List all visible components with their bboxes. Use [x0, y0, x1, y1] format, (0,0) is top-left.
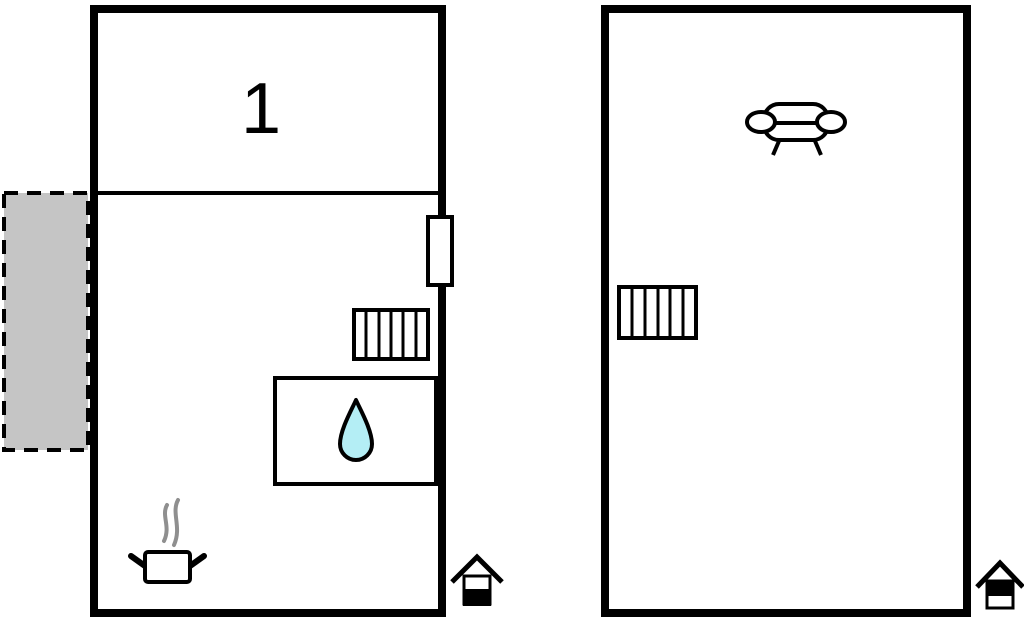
terrace-area: [2, 191, 90, 452]
sofa-icon: [745, 102, 847, 156]
ground-floor-indicator-icon: [450, 553, 504, 606]
steam-icon: [162, 503, 169, 543]
right-unit: [601, 5, 1024, 617]
room-1-label: 1: [241, 69, 281, 149]
pot-handle: [128, 553, 148, 569]
window-icon: [426, 215, 454, 287]
pot-handle: [187, 553, 207, 569]
left-unit: 1: [2, 5, 504, 617]
hotplate-icon: [128, 498, 207, 584]
radiator-icon: [617, 285, 698, 340]
pot-body: [143, 550, 192, 584]
water-drop-icon: [338, 398, 374, 462]
steam-icon: [172, 498, 180, 547]
sink-unit-icon: [273, 376, 438, 486]
radiator-icon: [352, 308, 430, 361]
upper-floor-indicator-icon: [975, 559, 1024, 610]
